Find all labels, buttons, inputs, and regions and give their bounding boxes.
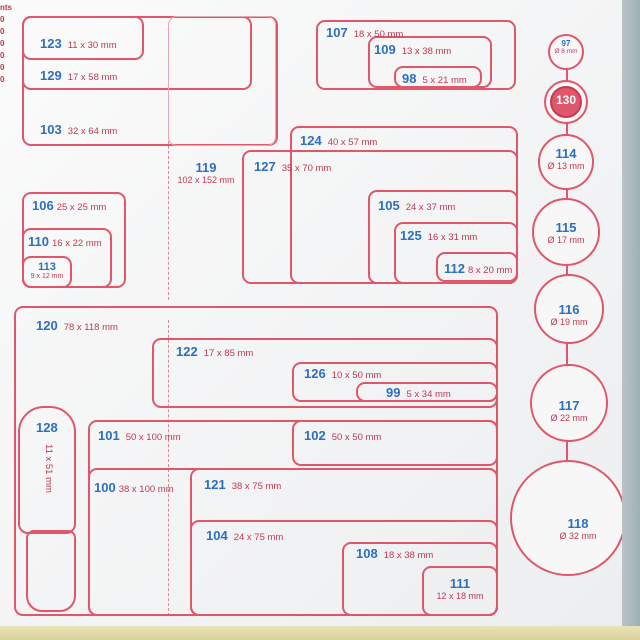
outline-128-bottom: [26, 530, 76, 612]
label-128: 128: [36, 420, 58, 435]
outline-107: [316, 20, 516, 90]
outline-123: [22, 16, 144, 60]
outline-116: [534, 274, 604, 344]
dim-128: 11 x 51 mm: [43, 444, 54, 493]
outline-113: [22, 256, 72, 288]
outline-118: [510, 460, 622, 576]
outline-102: [292, 420, 498, 466]
sheet-edge-bottom: [0, 626, 640, 640]
label-130: 130: [555, 93, 577, 107]
outline-117: [530, 364, 608, 442]
outline-115: [532, 198, 600, 266]
fold-line-top: [168, 30, 169, 300]
outline-128-top: [18, 406, 76, 534]
outline-98: [394, 66, 482, 88]
outline-119-top: [168, 16, 276, 146]
outline-114: [538, 134, 594, 190]
outline-99: [356, 382, 498, 402]
header-fragment: nts 0 0 0 0 0 0: [0, 3, 12, 84]
badge-130: [550, 86, 582, 118]
outline-125: [394, 222, 518, 284]
sheet-edge-right: [622, 0, 640, 640]
outline-111: [422, 566, 498, 616]
outline-112: [436, 252, 518, 282]
outline-97: [548, 34, 584, 70]
